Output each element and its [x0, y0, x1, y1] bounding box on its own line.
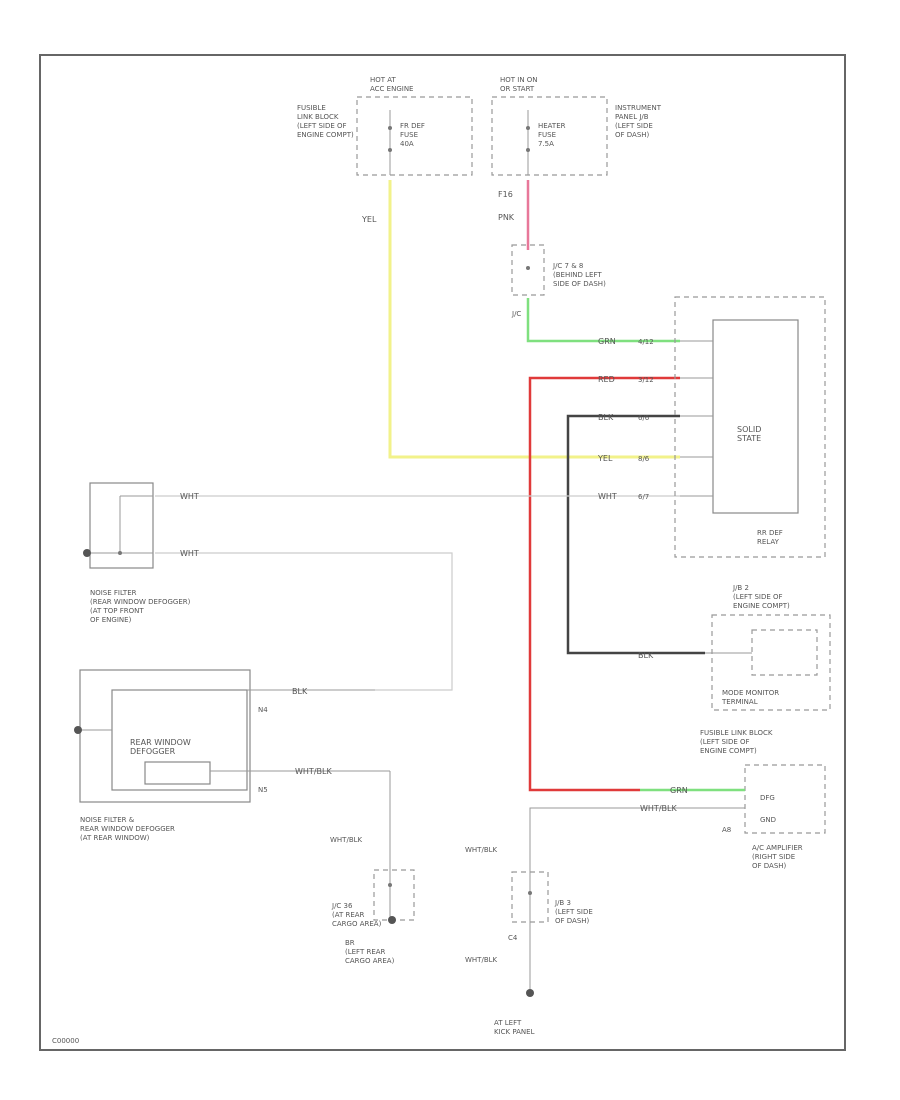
pin-f16: F16 [498, 190, 513, 199]
amplifier-pin-1: DFG [760, 794, 775, 802]
relay-pin-3: 6/6 [638, 414, 650, 422]
jc-7-8-box [511, 244, 545, 296]
jb2-box [711, 614, 831, 711]
wire-yel-label: YEL [361, 215, 377, 224]
wire-whtblk-label-5: WHT/BLK [465, 956, 498, 964]
wire-blk-label: BLK [598, 413, 614, 422]
wire-white-second [155, 552, 453, 691]
wire-blk-label-2: BLK [638, 651, 654, 660]
ground-dot-top [83, 549, 91, 557]
defogger-pin-b: N5 [258, 786, 268, 794]
amplifier-pin-id: A8 [722, 826, 731, 834]
ground-left-dot [526, 989, 534, 997]
relay-body [712, 319, 799, 514]
relay-pin-5: 6/7 [638, 493, 649, 501]
wire-whtblk-amp [529, 807, 745, 995]
wire-whtblk-label-2: WHT/BLK [330, 836, 363, 844]
relay-pin-2: 3/12 [638, 376, 654, 384]
wire-blk-label-3: BLK [292, 687, 308, 696]
wire-whtblk-label-1: WHT/BLK [295, 767, 332, 776]
wire-red-label: RED [598, 375, 615, 384]
diagram-frame [39, 54, 846, 1051]
wire-red [528, 376, 680, 792]
defogger-element [144, 761, 211, 785]
fuse-box-left [356, 96, 473, 176]
relay-pin-4: 8/6 [638, 455, 650, 463]
defogger-label: NOISE FILTER &REAR WINDOW DEFOGGER(AT RE… [80, 816, 175, 842]
wire-wht-label-1: WHT [180, 492, 199, 501]
amplifier-pin-2: GND [760, 816, 776, 824]
wire-whtblk-label-4: WHT/BLK [465, 846, 498, 854]
wire-yellow [388, 180, 680, 459]
defogger-pin-a: N4 [258, 706, 268, 714]
jb3-pin: C4 [508, 934, 518, 942]
defogger-outer-box [79, 669, 251, 803]
wire-grn-label: GRN [598, 337, 616, 346]
wire-grn-label-2: GRN [670, 786, 688, 795]
ground-rear-dot [388, 916, 396, 924]
jc-pins: J/C [511, 310, 521, 318]
defogger-inner-box [111, 689, 248, 791]
wire-green [526, 298, 680, 343]
wire-pnk-label: PNK [498, 213, 515, 222]
relay-pins [680, 340, 713, 497]
wire-wht-label-2: WHT [598, 492, 617, 501]
wire-wht-label-3: WHT [180, 549, 199, 558]
jc-36-box [373, 869, 415, 921]
wire-whtblk-label-3: WHT/BLK [640, 804, 677, 813]
relay-outer-box [674, 296, 826, 558]
wire-black [566, 414, 705, 655]
noise-filter-top-box [89, 482, 154, 569]
amplifier-box [744, 764, 826, 834]
mode-monitor-terminal-box [751, 629, 818, 676]
noise-filter-top-label: NOISE FILTER(REAR WINDOW DEFOGGER)(AT TO… [90, 589, 191, 624]
wire-yel-label-2: YEL [597, 454, 613, 463]
figure-id: C00000 [52, 1037, 79, 1045]
fuse-box-right [491, 96, 608, 176]
relay-pin-1: 4/12 [638, 338, 654, 346]
jb3-box [511, 871, 549, 923]
ground-dot-defogger [74, 726, 82, 734]
